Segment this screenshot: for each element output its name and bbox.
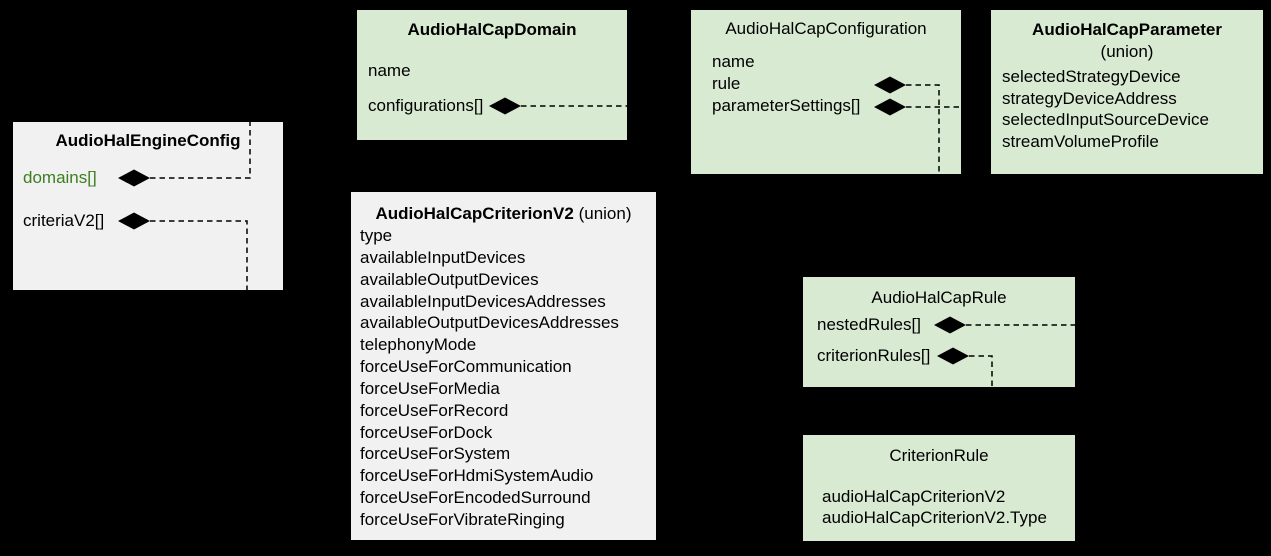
field-row: forceUseForRecord: [360, 400, 509, 420]
field-row: parameterSettings[]: [712, 96, 861, 115]
class-box-audio-hal-cap-criterion-v2: AudioHalCapCriterionV2 (union) type avail…: [351, 192, 656, 540]
class-title: AudioHalCapDomain: [357, 19, 627, 41]
field-row: audioHalCapCriterionV2: [822, 487, 1006, 506]
class-title: AudioHalEngineConfig: [13, 130, 283, 152]
field-row: criterionRules[]: [817, 346, 931, 365]
class-box-audio-hal-engine-config: AudioHalEngineConfig domains[] criteriaV2…: [13, 122, 283, 290]
class-box-audio-hal-cap-domain: AudioHalCapDomain name configurations[]: [357, 10, 627, 140]
field-row: nestedRules[]: [817, 315, 921, 334]
field-row: telephonyMode: [360, 335, 477, 355]
field-row: type: [360, 226, 393, 245]
class-box-audio-hal-cap-parameter: AudioHalCapParameter (union) selectedStra…: [991, 10, 1263, 174]
class-title-segment: CriterionRule: [889, 446, 989, 465]
field-row: forceUseForDock: [360, 422, 493, 442]
field-row: selectedInputSourceDevice: [1002, 110, 1209, 130]
class-fields: name configurations[]: [357, 59, 627, 118]
class-box-audio-hal-cap-rule: AudioHalCapRule nestedRules[] criterionRu…: [803, 277, 1075, 387]
class-fields: domains[] criteriaV2[]: [13, 166, 283, 233]
class-title-segment: AudioHalCapRule: [871, 288, 1007, 307]
class-title-segment: (union): [573, 204, 632, 223]
class-title-segment: AudioHalCapParameter: [1032, 20, 1222, 39]
class-title: CriterionRule: [803, 445, 1075, 467]
class-title: AudioHalCapConfiguration: [691, 18, 961, 40]
class-title-segment: AudioHalCapDomain: [407, 20, 577, 39]
class-box-audio-hal-cap-configuration: AudioHalCapConfiguration name rule paramet…: [691, 10, 961, 174]
class-title: AudioHalCapCriterionV2 (union): [351, 203, 656, 225]
class-title-segment: AudioHalEngineConfig: [55, 131, 241, 150]
field-row: strategyDeviceAddress: [1002, 88, 1177, 108]
field-row: forceUseForHdmiSystemAudio: [360, 466, 594, 486]
class-title-segment: AudioHalCapConfiguration: [725, 19, 927, 38]
field-row: availableOutputDevices: [360, 269, 539, 289]
class-title-segment: AudioHalCapCriterionV2: [375, 204, 574, 223]
class-title: AudioHalCapRule: [803, 287, 1075, 309]
field-row: criteriaV2[]: [23, 211, 105, 230]
field-row: forceUseForEncodedSurround: [360, 488, 591, 508]
field-row: forceUseForSystem: [360, 444, 511, 464]
field-row: availableOutputDevicesAddresses: [360, 313, 619, 333]
field-row: streamVolumeProfile: [1002, 132, 1159, 152]
field-row: name: [368, 61, 411, 80]
field-row: forceUseForVibrateRinging: [360, 509, 565, 529]
field-row: domains[]: [23, 168, 97, 187]
class-fields: selectedStrategyDevice strategyDeviceAddr…: [991, 66, 1263, 153]
class-title-segment: (union): [1100, 42, 1154, 61]
field-row: rule: [712, 74, 741, 93]
field-row: audioHalCapCriterionV2.Type: [822, 508, 1047, 527]
field-row: configurations[]: [368, 96, 484, 115]
field-row: availableInputDevicesAddresses: [360, 291, 606, 311]
class-title: AudioHalCapParameter (union): [991, 19, 1263, 63]
class-fields: nestedRules[] criterionRules[]: [803, 313, 1075, 368]
field-row: selectedStrategyDevice: [1002, 67, 1181, 86]
class-fields: name rule parameterSettings[]: [691, 51, 961, 117]
class-fields: audioHalCapCriterionV2 audioHalCapCriteri…: [803, 486, 1075, 528]
field-row: forceUseForCommunication: [360, 357, 572, 377]
field-row: forceUseForMedia: [360, 378, 500, 398]
field-row: name: [712, 52, 755, 71]
field-row: availableInputDevices: [360, 247, 526, 267]
